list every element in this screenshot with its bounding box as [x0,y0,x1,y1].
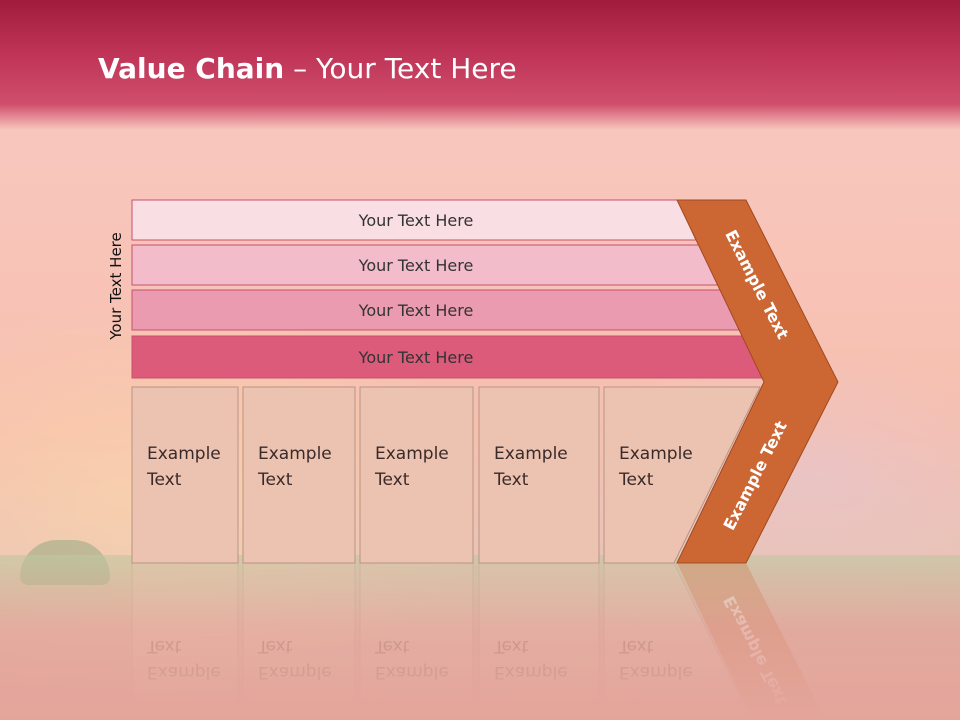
reflection-label: Example [258,662,332,682]
reflection-label: Example [375,662,449,682]
reflection-label: Example [494,662,568,682]
title-rest: – Your Text Here [284,52,517,85]
reflection-label: Example [147,662,221,682]
activity-label-line2: Text [618,470,654,490]
reflection-box [478,562,600,720]
support-row-label: Your Text Here [358,256,474,275]
reflection-box [242,562,356,720]
activity-label-line1: Example [619,444,693,464]
support-row-label: Your Text Here [358,301,474,320]
activity-box-5 [603,386,761,564]
reflection-label: Text [493,636,529,656]
reflection-box [131,562,239,720]
activity-box-2 [242,386,356,564]
activity-label-line1: Example [494,444,568,464]
support-row-label: Your Text Here [358,348,474,367]
activity-label-line2: Text [493,470,529,490]
activity-label-line1: Example [258,444,332,464]
support-row-label: Your Text Here [358,211,474,230]
activity-label-line2: Text [146,470,182,490]
activity-label-line1: Example [375,444,449,464]
header-band [0,0,960,130]
activity-box-4 [478,386,600,564]
activity-box-1 [131,386,239,564]
reflection-label: Text [146,636,182,656]
reflection-chevron [677,563,826,720]
reflection-label: Text [618,636,654,656]
slide-title: Value Chain – Your Text Here [98,52,517,85]
poppy-field [0,555,960,720]
margin-chevron-shape [676,199,839,564]
activity-box-3 [359,386,474,564]
title-bold: Value Chain [98,52,285,85]
reflection-label: Example [619,662,693,682]
reflection-label: Text [374,636,410,656]
activity-label-line2: Text [257,470,293,490]
reflection-box [603,562,752,720]
reflection-label: Text [257,636,293,656]
activity-label-line2: Text [374,470,410,490]
reflection-box [359,562,474,720]
activity-label-line1: Example [147,444,221,464]
